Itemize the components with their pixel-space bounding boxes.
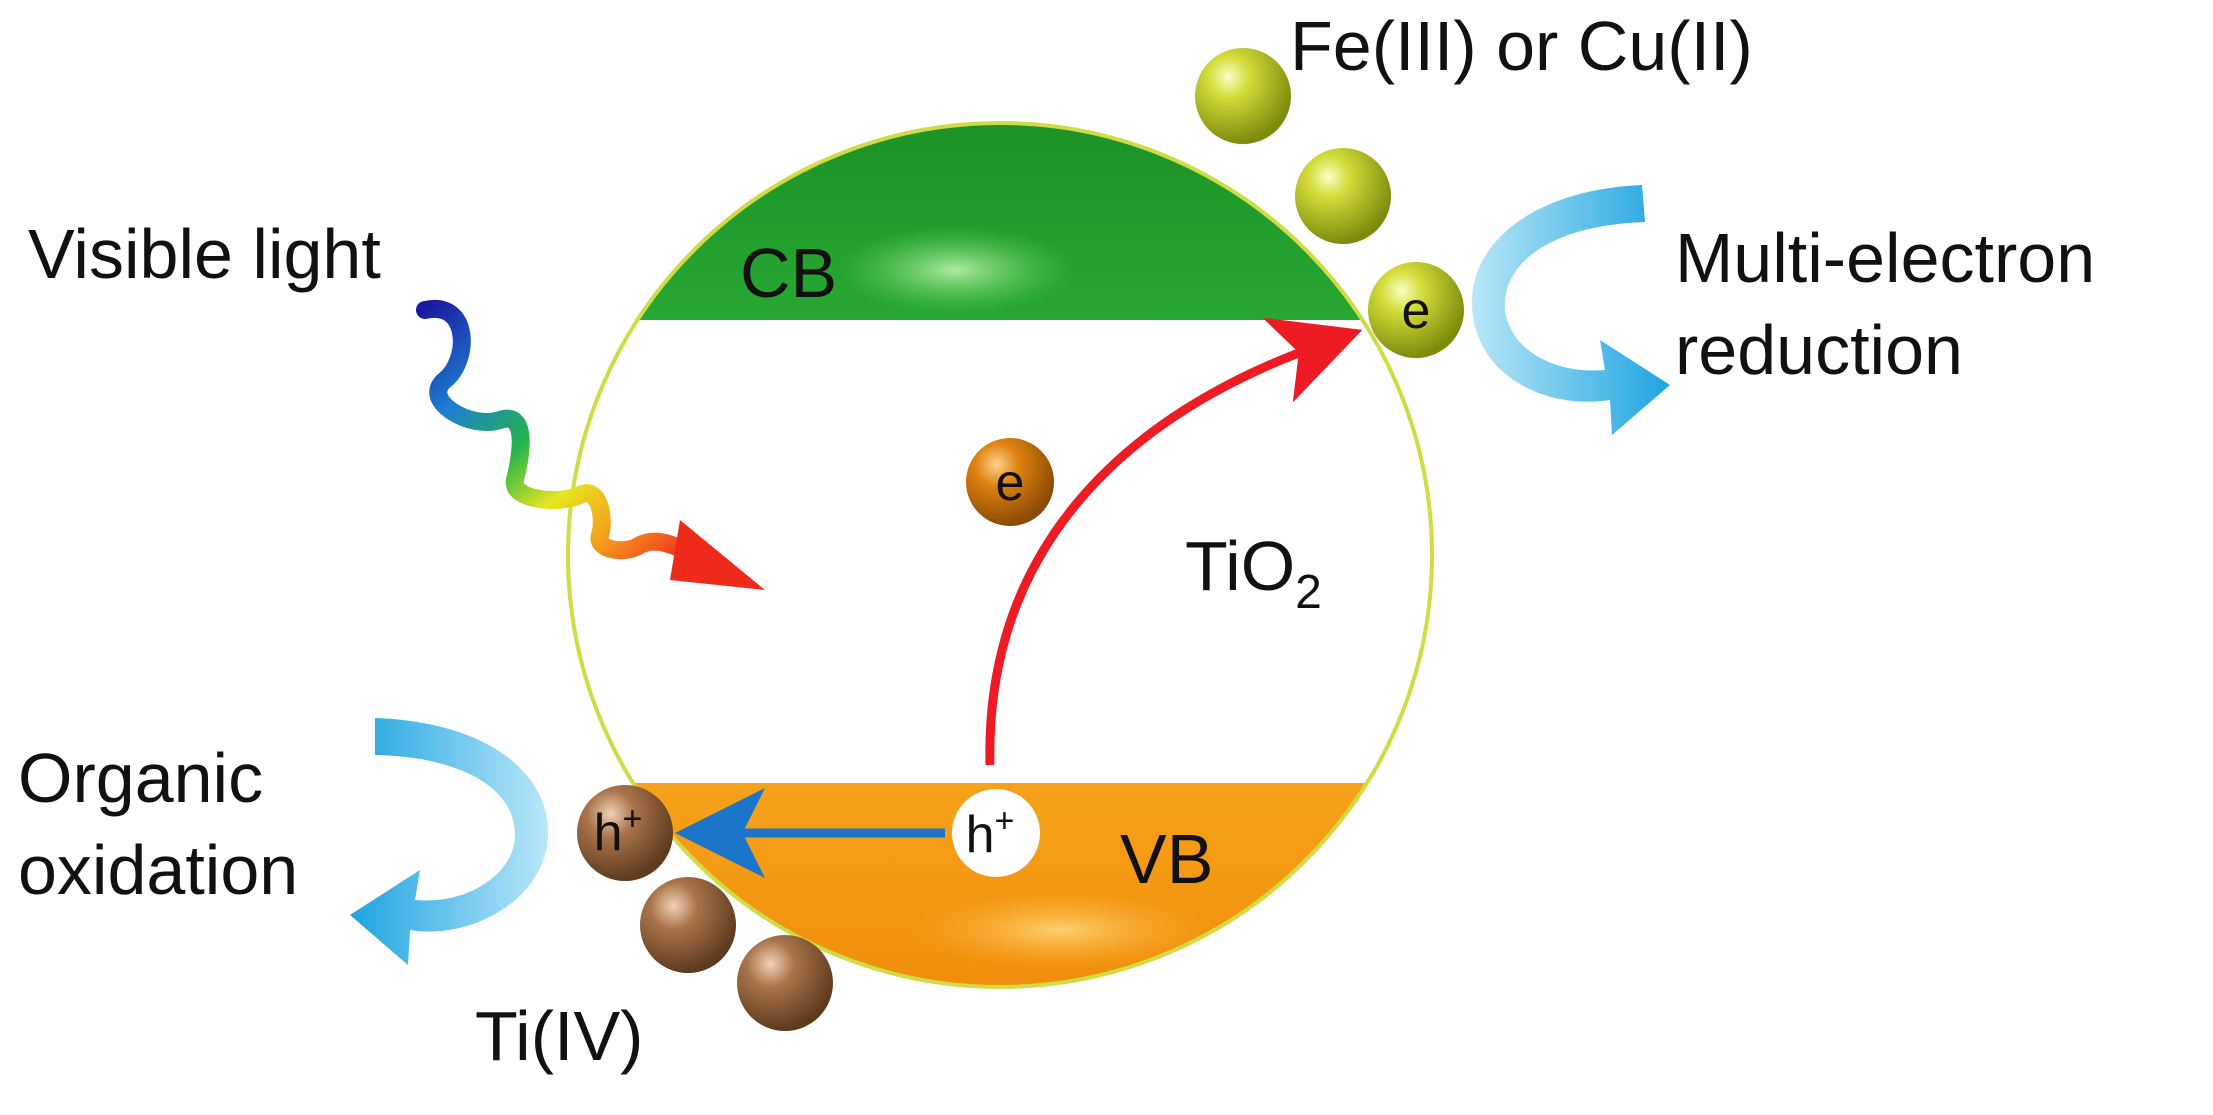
oxidation-arrow [350,718,549,965]
valence-band-highlight [910,890,1210,970]
visible-light-arrow [416,299,765,590]
conduction-band-highlight [835,226,1075,314]
tio2-label-subscript: 2 [1295,566,1322,619]
ti-sphere-1 [577,785,673,881]
organic-label: Organic [18,739,263,817]
ti-sphere-2 [640,877,736,973]
tio2-label-main: TiO [1185,527,1295,605]
ti-hole-sup: + [623,800,643,838]
tio2-circle-body [568,123,1432,987]
fe-cu-electron-label: e [1402,282,1431,340]
vb-label: VB [1120,820,1213,898]
light-arrowhead [670,520,765,590]
ti-iv-label: Ti(IV) [475,997,643,1075]
vb-hole-base: h [966,806,995,864]
reduction-arrow [1471,185,1670,435]
vb-hole-circle [952,789,1040,877]
excitation-arrow [985,317,1363,766]
light-wave [416,299,709,564]
fe-cu-sphere-1 [1195,48,1291,144]
cb-label: CB [740,234,837,312]
fe-cu-sphere-2 [1295,148,1391,244]
reduction-label: reduction [1675,311,1963,389]
free-electron: e [966,438,1054,526]
vb-hole: h+ [952,789,1040,877]
fe-cu-cocatalyst: e [1195,48,1464,358]
tio2-label: TiO2 [1185,527,1322,619]
vb-hole-sup: + [995,802,1015,840]
ti-hole-label: h+ [594,800,643,862]
free-electron-sphere [966,438,1054,526]
tio2-circle-outline [566,121,1434,989]
free-electron-label: e [996,454,1025,512]
fe-cu-sphere-3 [1368,262,1464,358]
oxidation-arrow-shape [350,718,549,965]
ti-sphere-3 [737,935,833,1031]
fe-cu-label: Fe(III) or Cu(II) [1290,7,1753,85]
multi-electron-label: Multi-electron [1675,219,2095,297]
reduction-arrow-shape [1471,185,1670,435]
visible-light-label: Visible light [28,215,381,293]
ti-iv-cocatalyst: h+ [577,785,833,1031]
vb-hole-label: h+ [966,802,1015,864]
ti-hole-base: h [594,804,623,862]
oxidation-label: oxidation [18,831,298,909]
